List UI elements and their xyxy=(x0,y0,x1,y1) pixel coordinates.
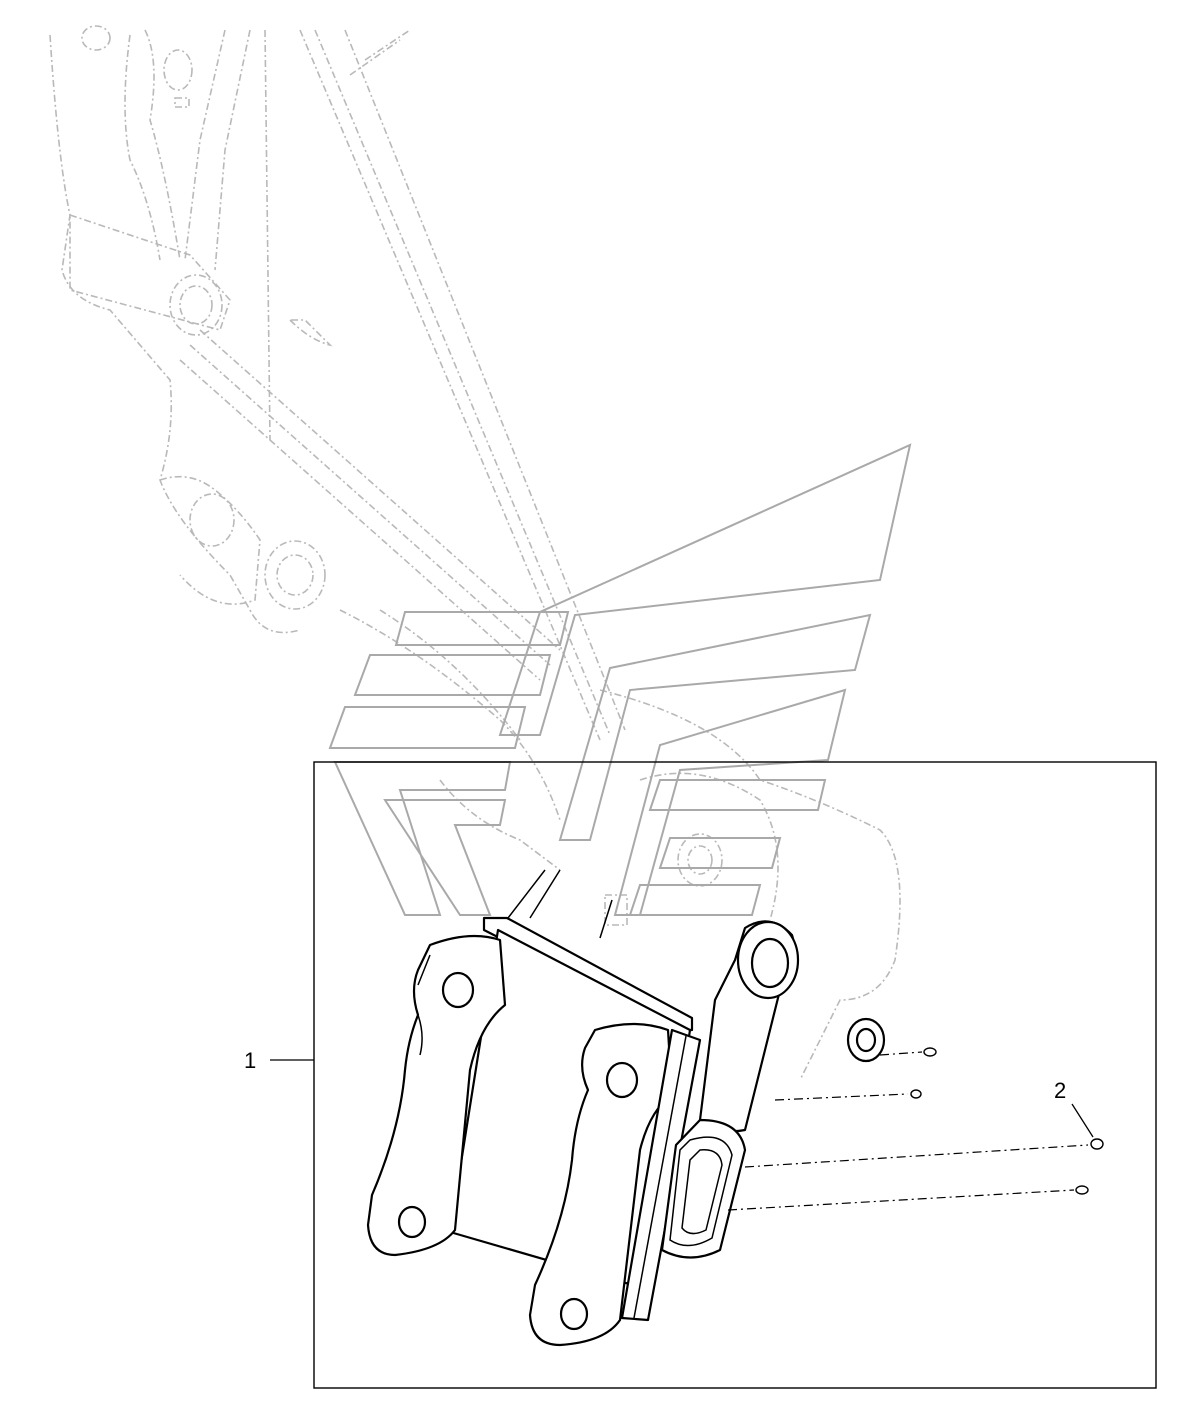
callout-2-label: 2 xyxy=(1054,1078,1066,1103)
watermark-logo xyxy=(328,443,912,916)
callout-1-label: 1 xyxy=(244,1048,256,1073)
fastener-set xyxy=(727,1047,1104,1211)
item-frame xyxy=(313,761,1157,1389)
callout-2-leader xyxy=(1071,1103,1094,1138)
coupler-bracket xyxy=(366,869,886,1347)
ghost-boom-arm xyxy=(49,25,901,1081)
